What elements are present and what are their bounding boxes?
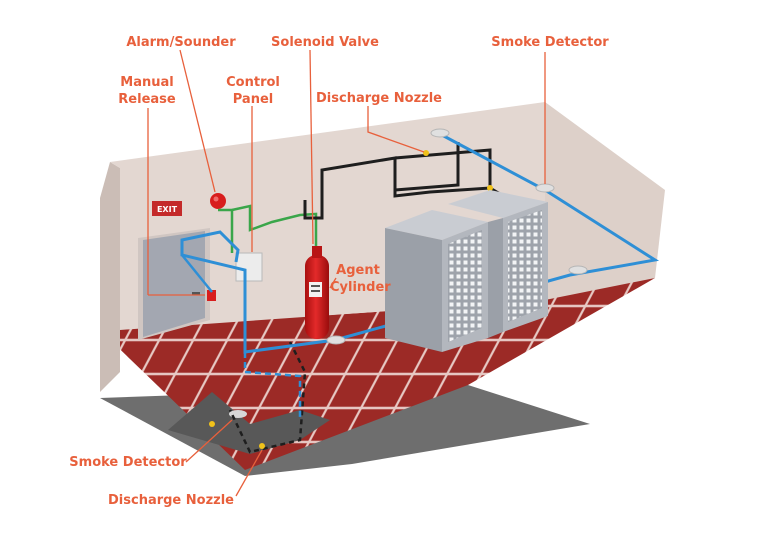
label-control-panel-2: Panel [232,92,274,107]
cylinder-label [309,282,322,297]
label-alarm-sounder: Alarm/Sounder [126,35,236,50]
floor-cutout [168,392,330,454]
right-wall [545,102,665,300]
label-smoke-detector-top: Smoke Detector [491,35,609,50]
left-wall [100,162,120,392]
control-panel [235,252,263,282]
alarm-highlight [213,196,219,202]
blue-pipe [180,132,660,354]
leader-solenoid [309,49,314,245]
alarm-sounder [210,193,226,209]
smoke-detector-ceiling-2 [535,183,555,193]
label-manual-release-1: Manual [120,75,174,90]
discharge-nozzle-4 [209,421,215,427]
leader-nozzle-bottom [235,449,263,497]
smoke-detector-ceiling-1 [430,128,450,138]
green-wire-2 [231,204,318,250]
floor-cutout-nozzle [229,410,247,418]
cylinder-label-line [311,285,320,287]
label-control-panel-1: Control [226,75,280,90]
server-cabinet-1-grille [448,230,482,342]
smoke-detector-floor [326,335,346,345]
server-cabinet-2-grille [508,210,542,322]
leader-alarm [179,49,216,193]
manual-release [207,290,216,301]
underfloor-dashed-pipe [228,341,307,454]
cylinder-neck [312,246,322,258]
label-discharge-nozzle-bottom: Discharge Nozzle [108,493,234,508]
leader-cylinder [329,277,337,289]
label-agent-cylinder-1: Agent [336,263,380,278]
discharge-nozzle-5 [259,443,265,449]
discharge-nozzle-1 [423,150,429,156]
smoke-detector-ceiling-3 [568,265,588,275]
label-discharge-nozzle-top: Discharge Nozzle [316,91,442,106]
server-cabinet-1-side [385,228,442,352]
leader-smoke-bottom [185,419,233,463]
exit-sign-text: EXIT [157,205,178,214]
label-solenoid-valve: Solenoid Valve [271,35,379,50]
server-cabinet-2-side [488,218,503,338]
label-manual-release-2: Release [118,92,176,107]
server-cabinet-2-top [448,190,548,218]
blue-pipe-drop [243,352,302,420]
server-cabinet-1-top [385,210,488,240]
exit-sign [152,201,182,216]
leader-nozzle-top [367,106,425,153]
label-smoke-detector-bottom: Smoke Detector [69,455,187,470]
blue-pipe-left [181,254,213,293]
cylinder-label-line [311,290,320,292]
discharge-nozzle-2 [487,185,493,191]
door-handle [192,292,200,295]
label-agent-cylinder-2: Cylinder [330,280,391,295]
black-wire [303,142,460,220]
